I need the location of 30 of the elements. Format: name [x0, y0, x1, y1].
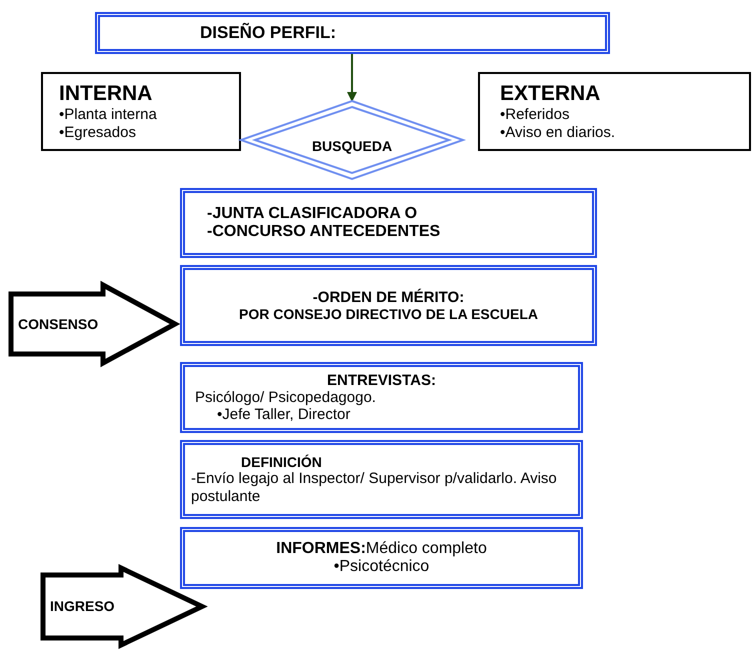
arrow — [347, 54, 357, 102]
process-box — [180, 265, 597, 346]
process-box — [180, 188, 597, 258]
process-box — [180, 362, 583, 433]
bullet-item: •Psicotécnico — [332, 558, 430, 576]
heading: INTERNA — [59, 82, 154, 106]
process-box — [180, 440, 583, 519]
bullet-item: •Referidos — [500, 106, 570, 124]
body-text: POR CONSEJO DIRECTIVO DE LA ESCUELA — [238, 306, 539, 322]
arrow-label: INGRESO — [50, 598, 116, 615]
list-item: -CONCURSO ANTECEDENTES — [207, 223, 442, 242]
process-box — [95, 12, 610, 54]
heading: DISEÑO PERFIL: — [200, 23, 338, 43]
bullet-item: •Planta interna — [59, 106, 158, 124]
diamond-label: BUSQUEDA — [310, 138, 394, 154]
process-box — [41, 72, 241, 151]
heading: -ORDEN DE MÉRITO: — [312, 288, 466, 306]
bullet-item: •Jefe Taller, Director — [217, 406, 352, 424]
bullet-item: •Aviso en diarios. — [500, 124, 616, 141]
body-text: -Envío legajo al Inspector/ Supervisor p/validarlo. Aviso postulante — [191, 470, 558, 505]
heading: DEFINICIÓN — [241, 454, 323, 470]
bullet-item: •Egresados — [59, 124, 137, 141]
arrow-label: CONSENSO — [18, 316, 100, 332]
list-item: -JUNTA CLASIFICADORA O — [207, 204, 418, 223]
body-text: Psicólogo/ Psicopedagogo. — [195, 388, 377, 406]
body-text: INFORMES:Médico completo — [275, 540, 488, 558]
process-box — [478, 72, 751, 151]
heading: ENTREVISTAS: — [326, 372, 437, 389]
heading: EXTERNA — [500, 82, 602, 106]
process-box — [180, 527, 583, 589]
